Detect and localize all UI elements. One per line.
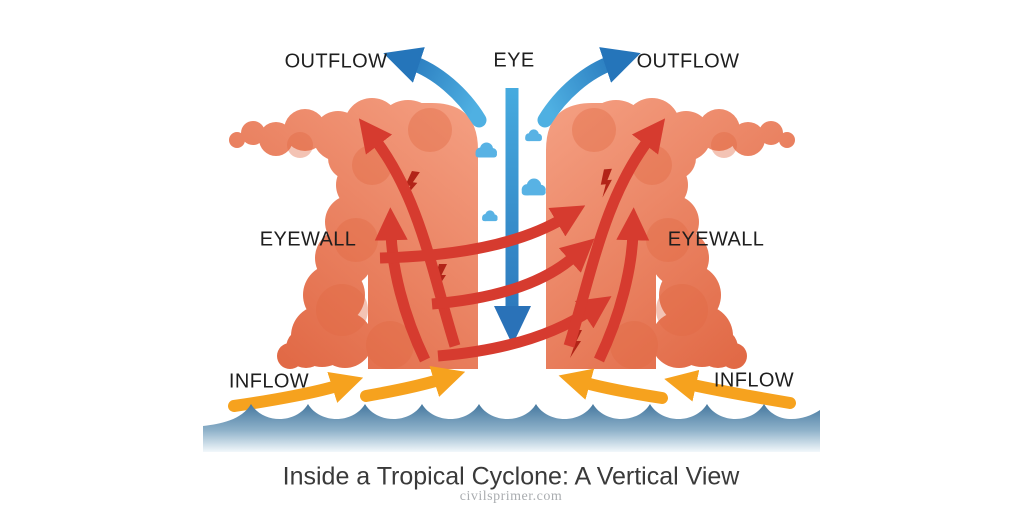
updraft-arrow-right-inner: [594, 207, 650, 363]
cloud-icon: [482, 210, 498, 222]
eye-downdraft-arrow: [494, 88, 531, 345]
eyewall-left-label: EYEWALL: [259, 228, 357, 251]
inflow-arrows: [228, 365, 796, 412]
cloud-icon: [475, 142, 497, 158]
cloud-icon: [525, 129, 542, 142]
outflow-arrow-right: [537, 47, 641, 128]
eyewall-right-label: EYEWALL: [667, 228, 765, 251]
updraft-arrow-left-outer: [358, 118, 461, 348]
outflow-right-label: OUTFLOW: [636, 50, 740, 73]
outflow-arrow-left: [383, 47, 487, 128]
cloud-shading-right: [572, 108, 737, 369]
cross-eye-arrow-top: [379, 205, 586, 264]
eyewall-cloud-left: [229, 98, 478, 369]
cloud-shading-left: [287, 108, 452, 369]
inflow-arrow-right-2: [664, 369, 796, 409]
inflow-right-label: INFLOW: [713, 369, 795, 392]
updraft-arrow-right-outer: [563, 118, 666, 348]
ocean-waves: [203, 404, 820, 452]
eye-label: EYE: [493, 49, 535, 72]
inflow-arrow-right-1: [558, 368, 668, 404]
outflow-arrows: [383, 47, 641, 128]
updraft-arrows: [358, 118, 666, 363]
outflow-left-label: OUTFLOW: [284, 50, 388, 73]
watermark: civilsprimer.com: [459, 489, 563, 504]
cross-eye-arrow-middle: [431, 238, 595, 310]
inflow-arrow-left-2: [360, 365, 466, 402]
diagram-title: Inside a Tropical Cyclone: A Vertical Vi…: [282, 462, 740, 491]
cloud-icon: [521, 178, 546, 196]
inflow-arrow-left-1: [228, 372, 364, 412]
updraft-arrow-left-inner: [374, 207, 430, 363]
inflow-left-label: INFLOW: [228, 370, 310, 393]
